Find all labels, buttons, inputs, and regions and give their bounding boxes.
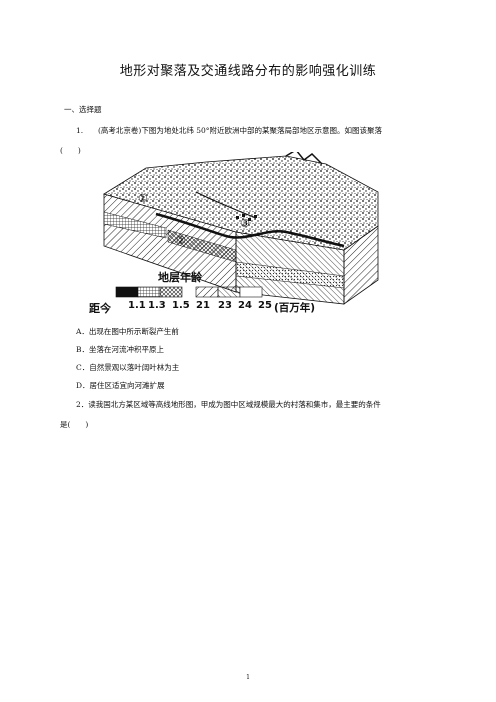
marker-2: ② — [176, 234, 186, 247]
question-1-stem: 1. (高考北京卷)下图为地处北纬 50°附近欧洲中部的某聚落局部地区示意图。如图… — [76, 125, 382, 136]
legend-tick: 23 — [218, 300, 232, 311]
question-2-stem: 2．读我国北方某区域等高线地形图，甲成为图中区域规模最大的村落和集市，最主要的条… — [76, 400, 381, 409]
question-2-answer-blank: 是( ) — [60, 420, 89, 429]
page-number: 1 — [246, 674, 250, 681]
legend-tick: 24 — [238, 300, 252, 311]
option-c: C．自然景观以落叶阔叶林为主 — [76, 363, 180, 372]
question-1-answer-blank: ( ) — [60, 146, 81, 155]
option-b: B．坐落在河流冲积平原上 — [76, 345, 165, 354]
legend-tick: 1.3 — [148, 300, 166, 311]
legend-swatches — [115, 286, 263, 298]
question-1-text: (高考北京卷)下图为地处北纬 50°附近欧洲中部的某聚落局部地区示意图。如图该聚… — [98, 126, 383, 135]
terrain-surface — [103, 152, 379, 251]
legend-tick: 1.1 — [128, 300, 146, 311]
front-strata — [103, 193, 345, 305]
section-heading: 一、选择题 — [64, 105, 102, 114]
option-a: A．出现在图中所示断裂产生前 — [76, 327, 179, 336]
legend-prefix: 距今 — [89, 302, 111, 315]
legend-tick: 21 — [196, 300, 210, 311]
page-title: 地形对聚落及交通线路分布的影响强化训练 — [119, 64, 377, 79]
marker-1: ① — [138, 192, 148, 205]
legend-tick: 25 — [258, 300, 272, 311]
marker-3: ③ — [240, 217, 250, 230]
terrain-block-diagram: ① ② ③ — [103, 152, 379, 305]
legend-tick: 1.5 — [172, 300, 190, 311]
legend-title: 地层年龄 — [158, 271, 202, 284]
question-1-number: 1. — [76, 126, 84, 135]
legend-unit: (百万年) — [274, 302, 316, 314]
option-d: D．居住区适宜向河滩扩展 — [76, 381, 165, 390]
